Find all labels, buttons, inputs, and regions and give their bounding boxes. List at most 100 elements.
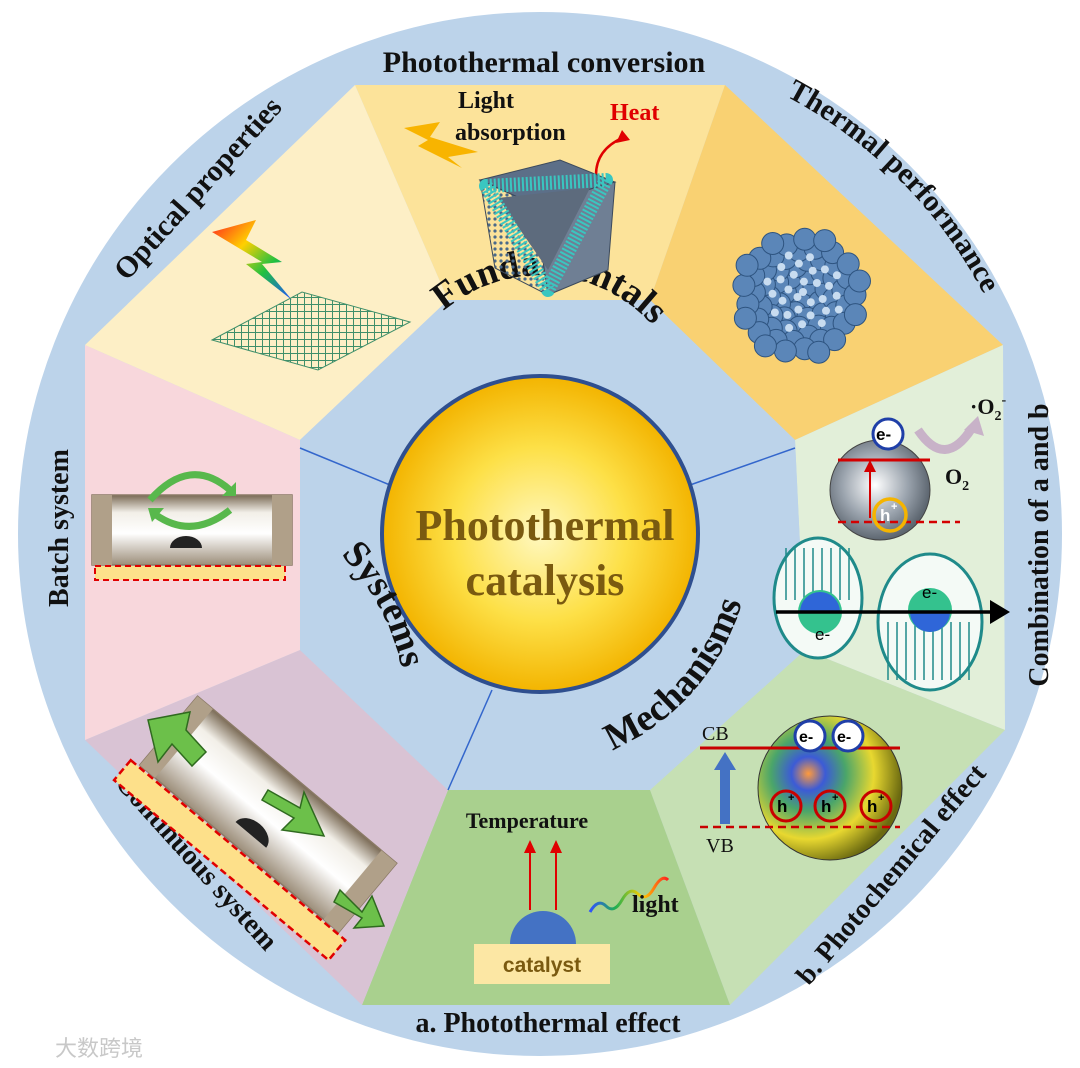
cluster-highlight <box>818 295 827 303</box>
label-photothermal-conversion: Photothermal conversion <box>383 46 706 79</box>
batch-cap-right <box>272 495 292 565</box>
center-title-line2: catalysis <box>466 556 625 605</box>
cluster-highlight <box>777 263 786 271</box>
cube-hollow <box>498 188 590 270</box>
electron-blob-right-cap <box>910 612 950 632</box>
cluster-highlight <box>820 265 829 274</box>
segment-photothermal-effect <box>362 790 730 1005</box>
cluster-highlight <box>834 305 843 314</box>
batch-cap-left <box>92 495 112 565</box>
electron-label: e- <box>876 425 891 444</box>
cluster-sphere <box>733 306 757 330</box>
vb-holes: h+h+h+ <box>769 789 893 823</box>
batch-tube <box>91 494 293 566</box>
bandgap-arrowhead <box>714 752 736 770</box>
cluster-highlight <box>785 323 794 332</box>
cluster-sphere <box>813 229 837 253</box>
heat-arrowhead <box>616 130 630 143</box>
vb-label: VB <box>706 835 734 857</box>
vb-hole-label: h <box>821 797 831 816</box>
cluster-highlight <box>822 306 830 315</box>
center-title-line1: Photothermal <box>415 501 674 550</box>
continuous-catalyst <box>235 818 269 848</box>
optical-illustration <box>210 220 412 371</box>
cycle-arrow-bottom <box>154 507 233 530</box>
flow-arrow-in <box>147 711 208 768</box>
label-photothermal-effect: a. Photothermal effect <box>415 1008 681 1039</box>
catalyst-dome <box>510 911 576 944</box>
vb-hole-label: h <box>777 797 787 816</box>
cluster-highlight <box>832 291 841 300</box>
vb-hole-circle <box>813 789 847 823</box>
triangle-frame <box>479 173 613 297</box>
cluster-sphere <box>761 232 785 255</box>
catalyst-substrate <box>474 944 610 984</box>
continuous-cap-right <box>323 850 397 933</box>
cluster-highlight <box>784 285 793 294</box>
cluster-highlight <box>812 279 821 287</box>
temp-arrowhead-2 <box>550 840 562 853</box>
cluster-highlight <box>825 281 833 290</box>
electron-left-label: e- <box>815 625 830 644</box>
reaction-arrow <box>914 425 976 454</box>
vb-hole-circle <box>859 789 893 823</box>
watermark: 大数跨境 <box>55 1036 143 1061</box>
cluster-highlight <box>806 298 815 307</box>
hole-label: h <box>880 506 890 525</box>
hub-divider <box>299 447 391 486</box>
cb-electron-1-label: e- <box>799 729 813 746</box>
cluster-highlight <box>776 275 785 284</box>
reaction-arrowhead <box>964 416 984 436</box>
cluster-highlight <box>778 296 787 305</box>
cluster-sphere <box>773 339 797 363</box>
flow-arrow-out <box>333 888 386 929</box>
excitation-arrowhead <box>864 460 876 472</box>
cluster-highlight <box>794 259 803 268</box>
photochemical-illustration: CB VB e- e- h+h+h+ <box>700 715 903 861</box>
batch-heater <box>94 565 286 581</box>
superoxide-label: ·O2- <box>970 393 1006 424</box>
cluster-highlight <box>798 320 807 329</box>
electron-right-label: e- <box>922 583 937 602</box>
graphene-sheet <box>210 291 412 371</box>
vb-hole-sup: + <box>832 792 838 804</box>
center-circle <box>380 374 700 694</box>
vb-hole-label: h <box>867 797 877 816</box>
continuous-heater <box>112 758 348 962</box>
cluster-highlight <box>832 271 841 280</box>
cycle-arrow-top <box>147 471 233 503</box>
cluster-sphere <box>848 269 871 293</box>
lightning-icon <box>404 122 478 168</box>
combination-illustration: e- h + ·O2- O2 e- e- <box>772 393 1010 692</box>
band-sphere <box>757 715 903 861</box>
cb-electron-2 <box>831 719 865 753</box>
hub-divider <box>689 447 796 486</box>
hole-circle <box>872 497 908 533</box>
light-absorption-line2: absorption <box>455 120 566 146</box>
light-absorption-line1: Light <box>458 88 514 114</box>
rainbow-bolt-icon <box>212 220 292 300</box>
cluster-sphere <box>843 303 867 327</box>
temperature-label: Temperature <box>466 808 588 833</box>
fullerene-ball <box>829 439 931 541</box>
bandgap-arrow-shaft <box>720 768 730 824</box>
label-batch-system: Batch system <box>44 449 75 607</box>
cluster-highlight <box>789 270 798 279</box>
cb-electron-2-label: e- <box>837 729 851 746</box>
cluster-sphere <box>793 227 817 251</box>
catalyst-label: catalyst <box>503 954 581 977</box>
cluster-highlight <box>817 319 826 328</box>
cluster-sphere <box>823 328 847 352</box>
cluster-highlight <box>768 289 777 298</box>
heat-label: Heat <box>610 100 659 126</box>
electron-blob-left-cap <box>800 592 840 612</box>
cycle-arrowhead-bottom <box>148 508 164 522</box>
cluster-highlight <box>794 305 803 314</box>
cluster-highlight <box>806 253 814 262</box>
cluster-sphere <box>735 253 759 277</box>
hole-sup: + <box>891 501 897 513</box>
cluster-highlight <box>806 311 815 320</box>
light-label: light <box>632 892 679 918</box>
